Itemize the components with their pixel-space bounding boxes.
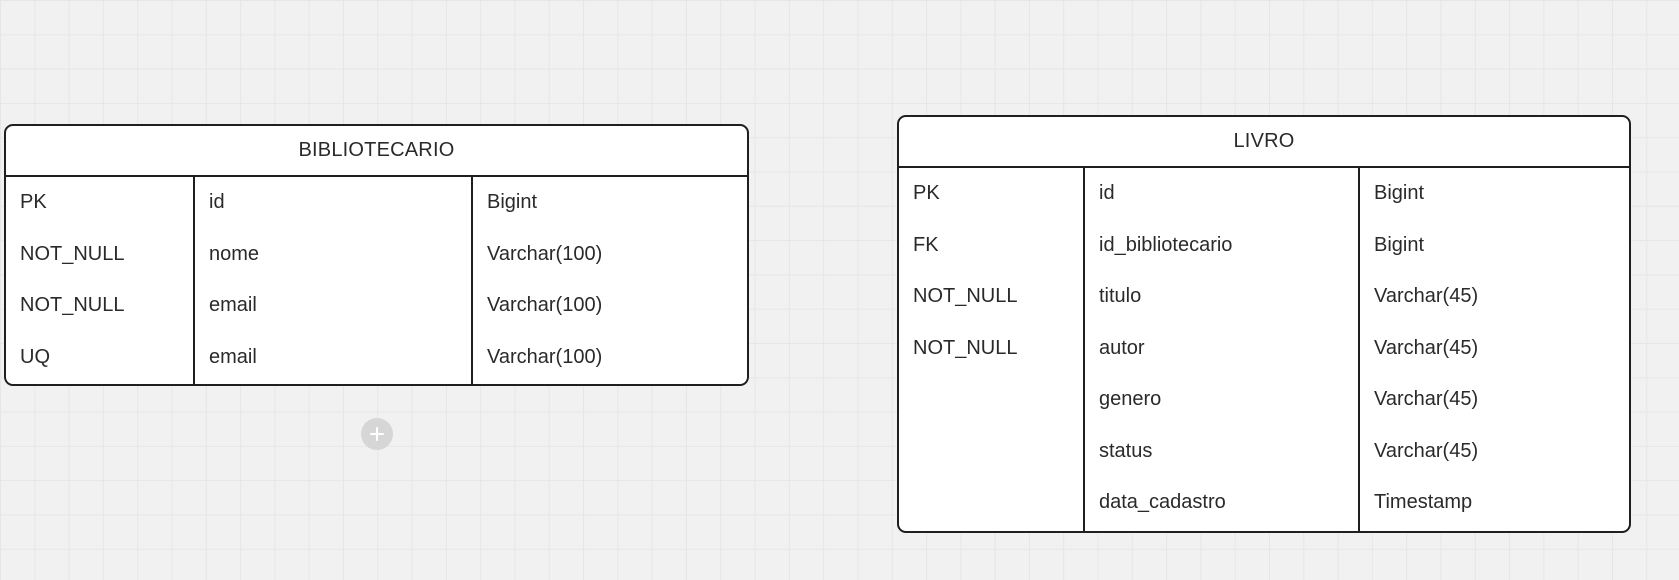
constraint-cell[interactable]: FK: [913, 233, 939, 256]
constraints-column: PK FK NOT_NULL NOT_NULL: [899, 168, 1083, 531]
constraint-cell[interactable]: UQ: [20, 345, 50, 368]
type-cell[interactable]: Bigint: [1374, 233, 1425, 256]
entity-body: PK NOT_NULL NOT_NULL UQ id nome email em…: [6, 177, 747, 384]
constraint-cell[interactable]: NOT_NULL: [20, 242, 125, 265]
field-cell[interactable]: email: [209, 294, 257, 316]
type-cell[interactable]: Varchar(45): [1374, 388, 1479, 410]
field-cell[interactable]: id: [1099, 182, 1115, 204]
constraint-cell[interactable]: NOT_NULL: [913, 285, 1018, 307]
entity-bibliotecario[interactable]: BIBLIOTECARIO PK NOT_NULL NOT_NULL UQ id…: [4, 124, 749, 386]
field-cell[interactable]: email: [209, 345, 257, 368]
type-cell[interactable]: Varchar(100): [487, 345, 603, 368]
field-cell[interactable]: status: [1099, 439, 1153, 462]
field-cell[interactable]: autor: [1099, 336, 1145, 359]
types-column: Bigint Varchar(100) Varchar(100) Varchar…: [471, 177, 747, 384]
plus-icon: [370, 427, 384, 441]
type-cell[interactable]: Bigint: [1374, 182, 1425, 204]
field-cell[interactable]: id_bibliotecario: [1099, 233, 1233, 256]
field-cell[interactable]: genero: [1099, 388, 1162, 410]
field-cell[interactable]: titulo: [1099, 285, 1142, 307]
field-cell[interactable]: nome: [209, 242, 260, 265]
type-cell[interactable]: Varchar(100): [487, 294, 603, 316]
fields-column: id id_bibliotecario titulo autor genero …: [1083, 168, 1358, 531]
constraint-cell[interactable]: PK: [913, 182, 940, 204]
constraint-cell[interactable]: NOT_NULL: [913, 336, 1018, 359]
type-cell[interactable]: Varchar(45): [1374, 439, 1479, 462]
field-cell[interactable]: id: [209, 191, 225, 213]
entity-title: BIBLIOTECARIO: [6, 126, 747, 177]
fields-column: id nome email email: [193, 177, 471, 384]
type-cell[interactable]: Bigint: [487, 191, 538, 213]
types-column: Bigint Bigint Varchar(45) Varchar(45) Va…: [1358, 168, 1629, 531]
type-cell[interactable]: Varchar(45): [1374, 336, 1479, 359]
type-cell[interactable]: Timestamp: [1374, 491, 1473, 513]
entity-title: LIVRO: [899, 117, 1629, 168]
add-button[interactable]: [361, 418, 393, 450]
constraints-column: PK NOT_NULL NOT_NULL UQ: [6, 177, 193, 384]
type-cell[interactable]: Varchar(45): [1374, 285, 1479, 307]
entity-body: PK FK NOT_NULL NOT_NULL id id_biblioteca…: [899, 168, 1629, 531]
constraint-cell[interactable]: PK: [20, 191, 47, 213]
type-cell[interactable]: Varchar(100): [487, 242, 603, 265]
entity-livro[interactable]: LIVRO PK FK NOT_NULL NOT_NULL id id_bibl…: [897, 115, 1631, 533]
constraint-cell[interactable]: NOT_NULL: [20, 294, 125, 316]
field-cell[interactable]: data_cadastro: [1099, 491, 1226, 513]
